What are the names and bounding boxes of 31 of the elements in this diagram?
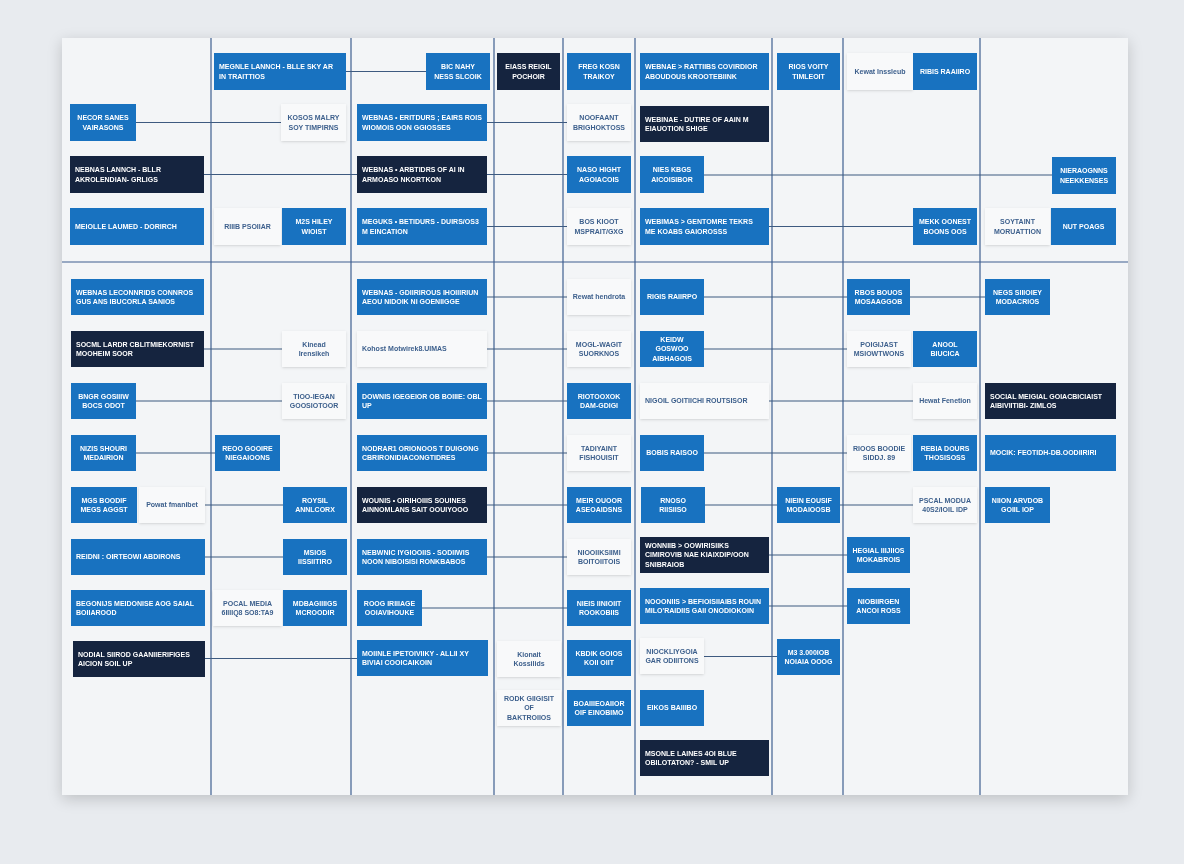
connector-line [486, 173, 568, 176]
connector-line [204, 504, 284, 506]
connector-line [486, 121, 568, 124]
connector-line [703, 452, 848, 454]
connector-line [486, 400, 568, 402]
connector-line [486, 296, 568, 298]
connector-line [768, 554, 848, 556]
connector-line [768, 225, 914, 228]
connector-line [486, 225, 568, 228]
connector-line [204, 657, 358, 660]
connector-line [703, 296, 848, 298]
connector-line [486, 556, 568, 558]
connector-line [345, 70, 427, 73]
connector-line [909, 296, 986, 298]
connector-line [703, 348, 848, 350]
connector-line [203, 348, 283, 350]
connector-line [135, 452, 216, 454]
connector-line [768, 400, 914, 402]
connector-line [421, 607, 568, 609]
connector-line [135, 400, 283, 402]
connector-line [486, 452, 568, 454]
connector-line [204, 556, 284, 558]
connector-line [486, 348, 568, 350]
connector-line [703, 174, 1053, 176]
connector-line [768, 605, 848, 607]
connector-line [203, 173, 358, 176]
connector-line [703, 655, 778, 658]
connector-line [704, 504, 778, 506]
connector-line [839, 504, 914, 506]
connector-line [135, 121, 282, 124]
connector-line [486, 504, 568, 506]
